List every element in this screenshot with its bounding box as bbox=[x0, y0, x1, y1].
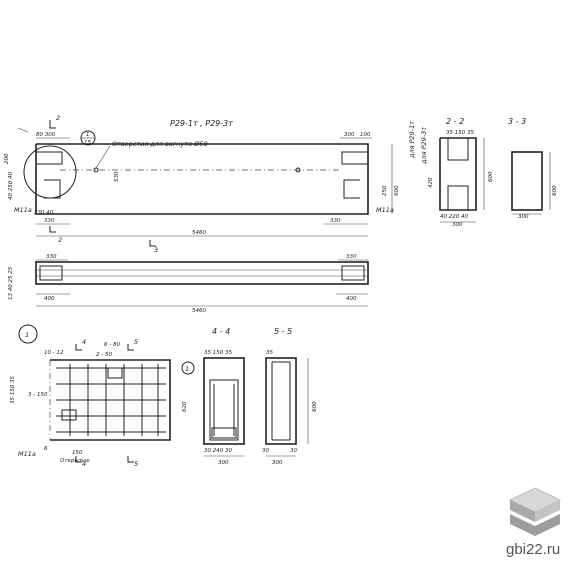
s55-30a: 30 bbox=[262, 448, 269, 454]
section-mark-2-bottom bbox=[49, 226, 56, 233]
dim-40-250-40: 40 250 40 bbox=[8, 172, 14, 200]
s33-300: 300 bbox=[518, 214, 529, 220]
label-rotated-a: для Р29-1т bbox=[408, 121, 416, 159]
s55-600: 600 bbox=[312, 401, 318, 412]
dim-80-300: 80 300 bbox=[36, 132, 56, 138]
svg-text:3: 3 bbox=[154, 246, 158, 254]
section-2-2-title: 2 - 2 bbox=[446, 117, 464, 126]
s44-300: 300 bbox=[218, 460, 229, 466]
s33-600: 600 bbox=[552, 185, 558, 196]
dim-5460-top: 5460 bbox=[192, 230, 206, 236]
section-mark-5 bbox=[127, 344, 134, 351]
detail-circle bbox=[23, 145, 77, 199]
dim-100-right: 100 bbox=[360, 132, 371, 138]
m11a-right: М11а bbox=[376, 206, 394, 214]
plan-330-left: 330 bbox=[46, 254, 57, 260]
section-5-5: 5 - 5 35 30 30 300 600 bbox=[262, 327, 318, 466]
section-3-3-outline bbox=[511, 151, 543, 211]
mark-150: 150 bbox=[72, 450, 83, 456]
dim-600: 600 bbox=[394, 185, 400, 196]
section-5-5-title: 5 - 5 bbox=[274, 327, 292, 336]
dim-300-right: 300 bbox=[344, 132, 355, 138]
s22-top-dims: 35 150 35 bbox=[446, 130, 474, 136]
section-3-3-title: 3 - 3 bbox=[508, 117, 526, 126]
elevation-view: Р29-1т , Р29-3т Отверстия для вогнута Ø5… bbox=[4, 114, 400, 254]
mark-2-50: 2 - 50 bbox=[96, 352, 112, 358]
dim-530: 530 bbox=[114, 171, 120, 182]
s22-300: 300 bbox=[452, 222, 463, 228]
plan-330-right: 330 bbox=[346, 254, 357, 260]
s44-bot: 30 240 30 bbox=[204, 448, 232, 454]
dim-250: 250 bbox=[382, 185, 388, 196]
plan-400-right: 400 bbox=[346, 296, 357, 302]
dim-330-left: 330 bbox=[44, 218, 55, 224]
s55-30b: 30 bbox=[290, 448, 297, 454]
section-3-3: 3 - 3 300 600 bbox=[508, 117, 558, 220]
brand-site: gbi22.ru bbox=[506, 541, 560, 558]
brand-logo: gbi22.ru bbox=[506, 487, 562, 558]
s22-600: 600 bbox=[488, 171, 494, 182]
mark-10-12: 10 - 12 bbox=[44, 350, 64, 356]
logo-bottom-slab bbox=[510, 514, 560, 536]
plan-400-left: 400 bbox=[44, 296, 55, 302]
svg-text:4: 4 bbox=[82, 338, 86, 346]
mark-open: Открытые bbox=[60, 458, 90, 464]
notch-left-bottom bbox=[44, 179, 61, 199]
callout-bottom: 15 bbox=[84, 140, 91, 146]
note-leader bbox=[95, 145, 111, 169]
section-4-4-title: 4 - 4 bbox=[212, 327, 230, 336]
s44-top: 35 150 35 bbox=[204, 350, 232, 356]
svg-text:5: 5 bbox=[134, 338, 138, 346]
dim-5460-plan: 5460 bbox=[192, 308, 206, 314]
detail-tag: 1 bbox=[25, 331, 29, 339]
detail-outline bbox=[50, 359, 171, 441]
s55-35: 35 bbox=[266, 350, 273, 356]
mark-6: 6 bbox=[44, 446, 48, 452]
section-mark-2-top bbox=[49, 120, 56, 129]
s55-300: 300 bbox=[272, 460, 283, 466]
s22-420: 420 bbox=[428, 177, 434, 188]
s22-bottom-dims: 40 220 40 bbox=[440, 214, 468, 220]
notch-right-bottom bbox=[343, 179, 360, 199]
section-mark-3 bbox=[149, 240, 156, 247]
dim-200: 200 bbox=[4, 153, 10, 164]
section-4-4-outline bbox=[203, 357, 245, 445]
detail-tag-circle bbox=[18, 324, 38, 344]
svg-text:4: 4 bbox=[82, 460, 86, 468]
mark-3-150: 3 - 150 bbox=[28, 392, 48, 398]
svg-text:1: 1 bbox=[185, 365, 189, 373]
notch-left-top bbox=[36, 151, 63, 165]
notch-right-top bbox=[341, 151, 368, 165]
section-2-2-outline bbox=[439, 137, 477, 211]
mark-6-80: 6 - 80 bbox=[104, 342, 120, 348]
section-4-4: 4 - 4 1 35 150 35 30 240 30 300 620 bbox=[181, 327, 245, 466]
m11a-detail: М11а bbox=[18, 450, 36, 458]
plan-notch-left bbox=[39, 265, 63, 281]
beam-outline bbox=[35, 143, 369, 215]
plan-outline bbox=[35, 261, 369, 285]
dim-230-40: 230 40 bbox=[34, 210, 54, 216]
holes-note: Отверстия для вогнута Ø50 bbox=[112, 140, 208, 148]
m11a-left: М11а bbox=[14, 206, 32, 214]
callout-top: 1 bbox=[86, 132, 90, 138]
plan-notch-right bbox=[341, 265, 365, 281]
label-rotated-b: для Р29-3т bbox=[420, 127, 428, 165]
s44-620: 620 bbox=[182, 401, 188, 412]
section-mark-4 bbox=[75, 344, 82, 351]
section-5-5-outline bbox=[265, 357, 297, 445]
svg-text:2: 2 bbox=[56, 114, 60, 122]
detail-left-dims: 35 150 35 bbox=[10, 376, 16, 404]
plan-view: 330 330 400 400 5460 13 40 25 25 bbox=[8, 254, 369, 314]
dim-330-right: 330 bbox=[330, 218, 341, 224]
section-2-2: 2 - 2 35 150 35 40 220 40 300 600 420 дл… bbox=[408, 117, 494, 228]
plan-left-stack: 13 40 25 25 bbox=[8, 266, 14, 300]
svg-text:5: 5 bbox=[134, 460, 138, 468]
drawing-title: Р29-1т , Р29-3т bbox=[170, 119, 233, 128]
svg-text:2: 2 bbox=[58, 236, 62, 244]
detail-1: 1 6 - 80 2 - 50 3 - 150 150 Открытые 10 … bbox=[10, 324, 171, 468]
